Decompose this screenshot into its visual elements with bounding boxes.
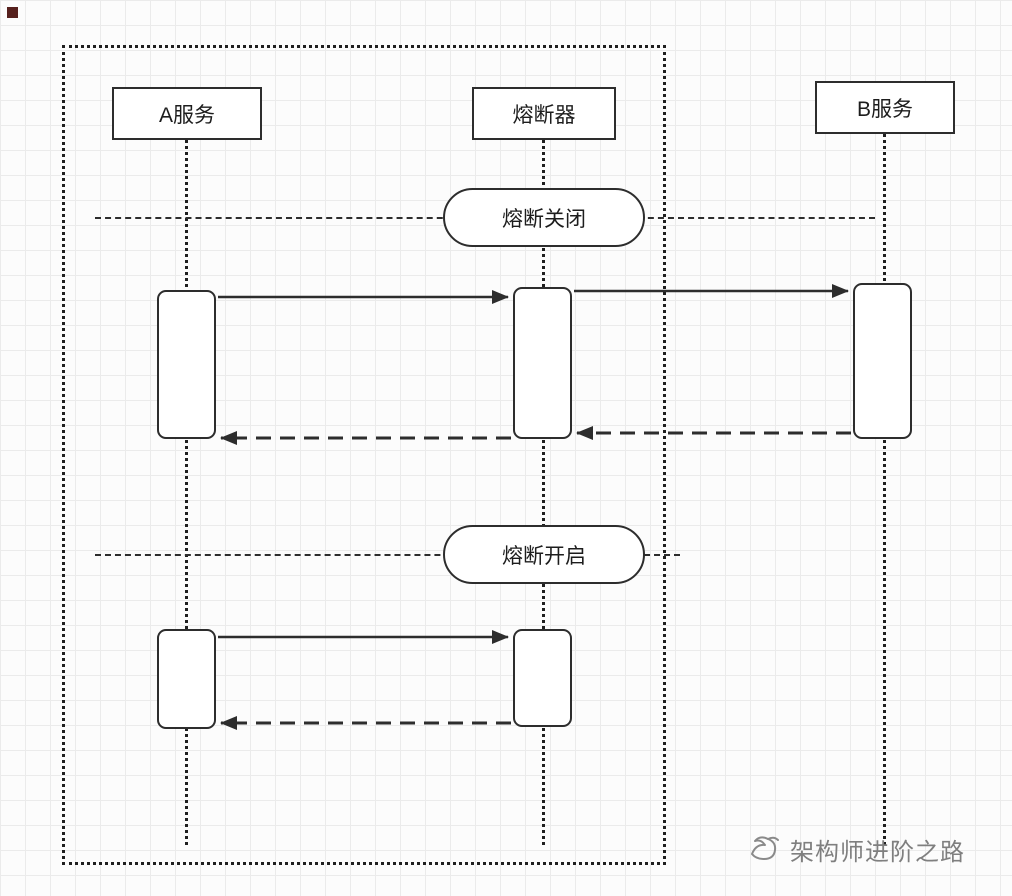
diagram-boundary — [62, 45, 666, 865]
activation-service-b-phase1 — [853, 283, 912, 439]
watermark-bird-icon — [751, 835, 779, 860]
state-pill-breaker-closed: 熔断关闭 — [443, 188, 645, 247]
activation-circuit-breaker-phase1 — [513, 287, 572, 439]
actor-label-circuit-breaker: 熔断器 — [512, 103, 576, 127]
actor-box-service-b: B服务 — [815, 81, 955, 134]
actor-label-service-a: A服务 — [158, 103, 215, 127]
actor-box-circuit-breaker: 熔断器 — [472, 87, 616, 140]
activation-service-a-phase2 — [157, 629, 216, 729]
lifeline-circuit-breaker — [542, 140, 545, 845]
actor-label-service-b: B服务 — [856, 97, 913, 121]
state-label-breaker-open: 熔断开启 — [502, 544, 586, 568]
corner-marker — [7, 7, 18, 18]
lifeline-service-a — [185, 140, 188, 845]
actor-box-service-a: A服务 — [112, 87, 262, 140]
phase-separator-breaker-open — [95, 554, 680, 556]
state-label-breaker-closed: 熔断关闭 — [502, 207, 586, 231]
state-pill-breaker-open: 熔断开启 — [443, 525, 645, 584]
activation-circuit-breaker-phase2 — [513, 629, 572, 727]
watermark: 架构师进阶之路 — [748, 832, 965, 867]
activation-service-a-phase1 — [157, 290, 216, 439]
watermark-text: 架构师进阶之路 — [790, 839, 965, 866]
lifeline-service-b — [883, 134, 886, 845]
